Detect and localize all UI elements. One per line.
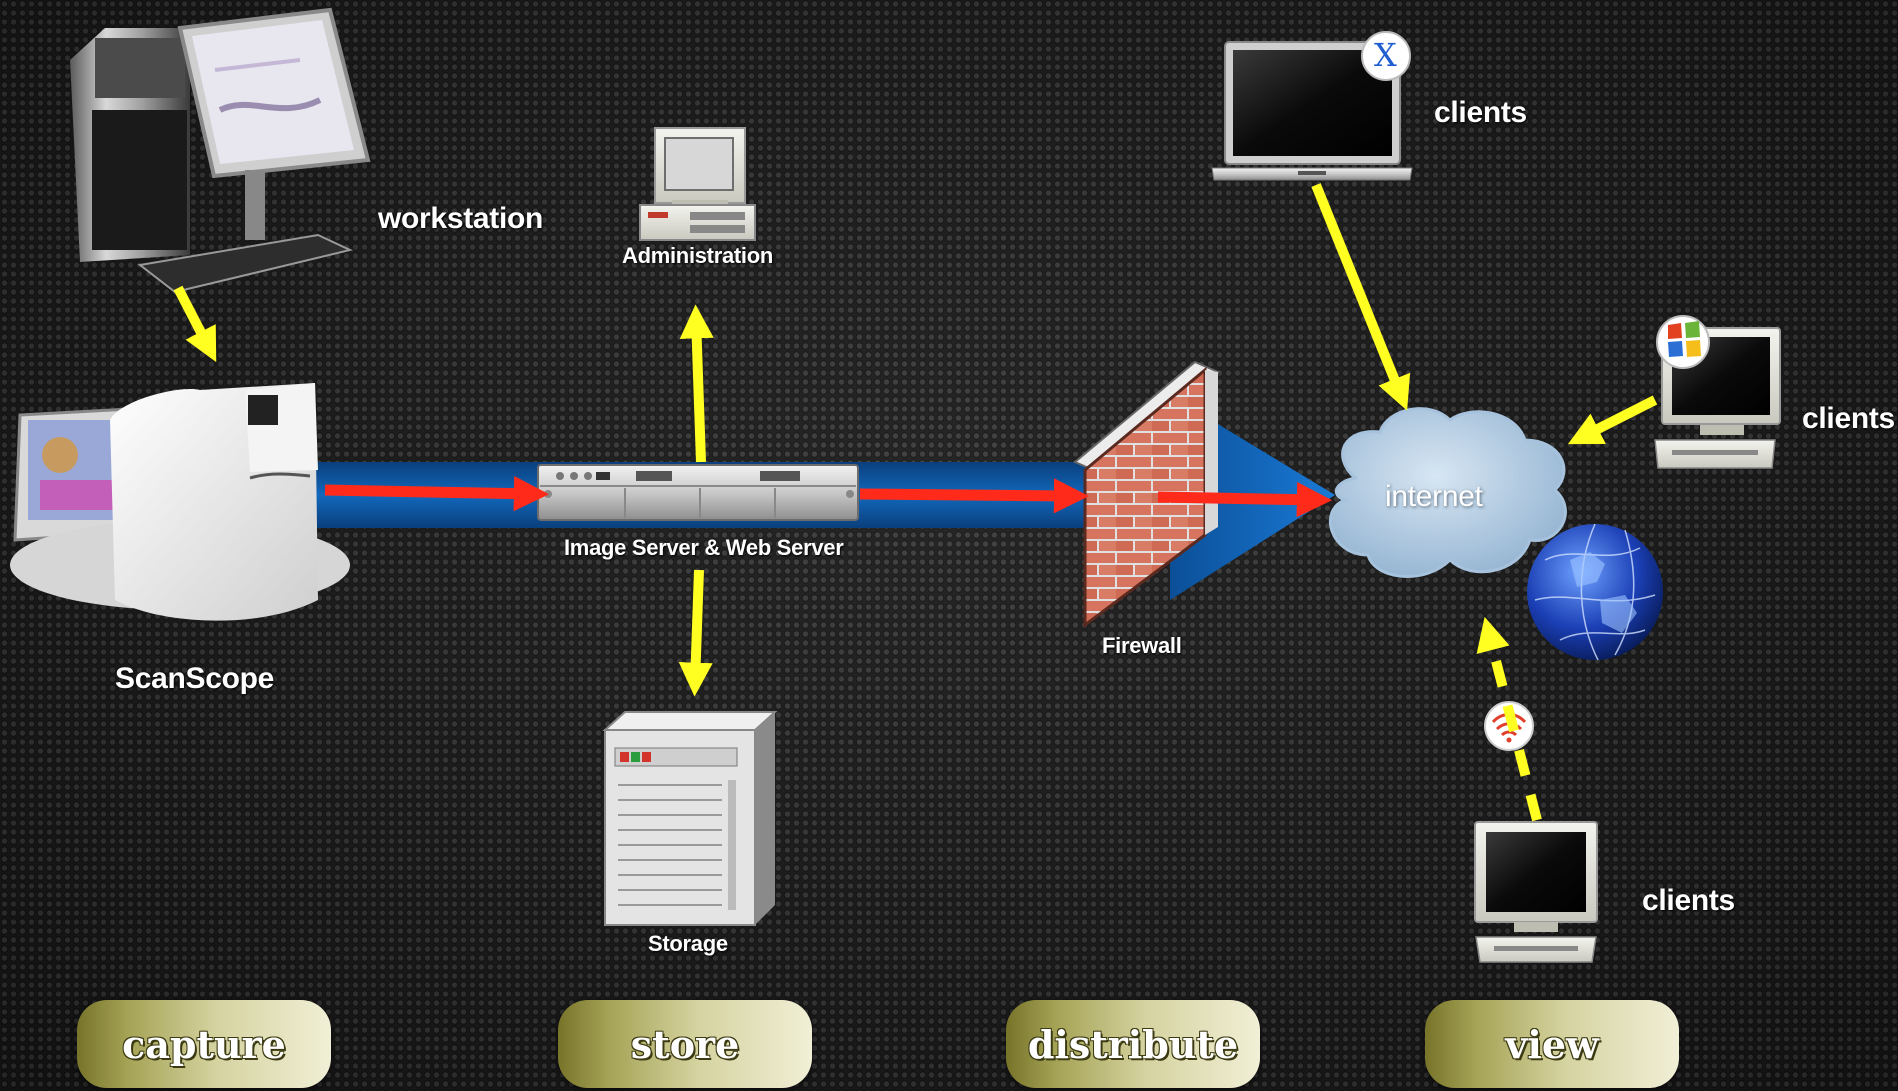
workstation-icon (70, 7, 371, 294)
stage-view: view (1425, 1000, 1679, 1088)
storage-label: Storage (648, 931, 728, 956)
stage-capture: capture (77, 1000, 331, 1088)
scanscope-label: ScanScope (115, 662, 275, 695)
stage-view-label: view (1505, 1021, 1599, 1067)
windows-logo-badge (1656, 315, 1710, 369)
administration-icon (639, 127, 756, 241)
mac-laptop-icon (1211, 41, 1413, 181)
arrow-server-to-administration (679, 304, 714, 463)
scanscope-icon (10, 383, 350, 621)
stage-capture-label: capture (122, 1021, 286, 1067)
image-server-icon (537, 464, 859, 521)
stage-store-label: store (630, 1021, 740, 1067)
arrow-scanscope-to-server (324, 476, 550, 512)
arrow-mac-client-to-internet (1311, 183, 1411, 411)
clients-mac-label: clients (1434, 96, 1527, 129)
arrow-firewall-to-internet (1157, 482, 1333, 518)
arrow-workstation-to-scanscope (173, 285, 217, 363)
clients-wireless-label: clients (1642, 884, 1735, 917)
firewall-icon (1073, 360, 1220, 628)
stage-distribute: distribute (1006, 1000, 1260, 1088)
internet-label: internet (1385, 480, 1483, 513)
stage-distribute-label: distribute (1027, 1021, 1239, 1067)
mac-os-x-badge-letter: X (1374, 36, 1397, 74)
globe-icon (1527, 523, 1663, 661)
administration-label: Administration (622, 243, 774, 268)
arrow-server-to-storage (678, 569, 713, 697)
arrow-server-to-firewall (859, 478, 1090, 514)
firewall-label: Firewall (1102, 633, 1182, 658)
clients-windows-label: clients (1802, 402, 1895, 435)
arrow-windows-client-to-internet (1567, 395, 1658, 445)
mac-os-x-badge (1361, 31, 1411, 81)
image-server-label: Image Server & Web Server (564, 535, 844, 560)
storage-icon (602, 711, 778, 926)
wireless-client-icon (1474, 821, 1598, 963)
arrow-wireless-client-to-internet (1476, 616, 1542, 822)
workstation-label: workstation (378, 202, 544, 235)
stage-store: store (558, 1000, 812, 1088)
